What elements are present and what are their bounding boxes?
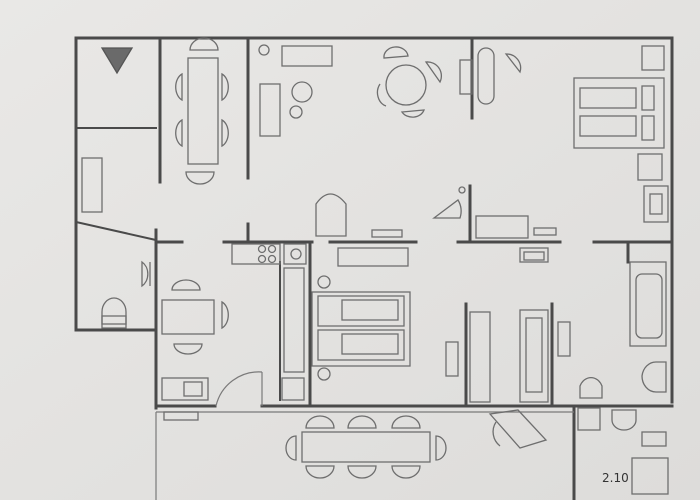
room-label: 2.10 [602, 471, 629, 485]
round-table [376, 46, 443, 118]
north-marker-icon [100, 47, 134, 75]
bathtub [629, 261, 667, 347]
furniture [81, 37, 669, 495]
terrace-table [285, 415, 447, 479]
dining-table-top [175, 37, 229, 185]
bed-center [311, 291, 411, 367]
bed-top-right [573, 77, 665, 149]
